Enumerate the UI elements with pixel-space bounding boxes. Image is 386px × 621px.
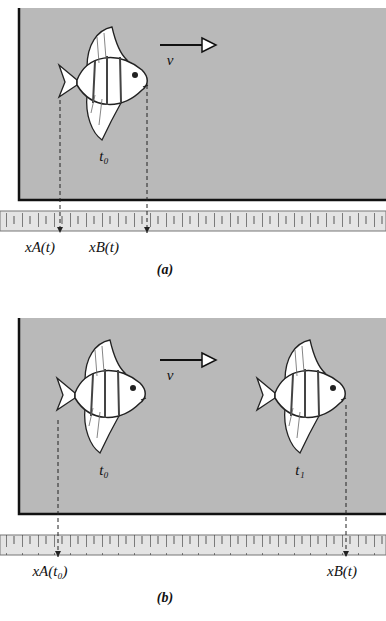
fish [257,340,346,453]
position-label: xA(t) [25,239,55,256]
leader-line [147,85,148,233]
water [19,318,386,514]
symbol-label: v [167,52,174,69]
symbol-label: v [167,367,174,384]
water [19,8,386,200]
leader-line [60,100,61,233]
position-label: xB(t) [89,239,119,256]
ruler-ticks [0,211,386,231]
fish [59,27,148,140]
ruler [0,211,386,231]
ruler-ticks [0,535,386,555]
caption-label: (b) [157,590,173,605]
fish [57,340,146,453]
tank-wall [19,318,386,514]
time-label: t₁ [295,462,304,479]
position-label: xB(t) [327,563,357,580]
ruler [0,535,386,555]
position-label: xA(t₀) [32,563,67,580]
time-label: t₀ [99,148,108,165]
velocity-arrow [160,38,216,52]
leader-line [346,405,347,557]
caption-label: (a) [157,262,173,277]
leader-line [58,420,59,557]
time-label: t₀ [99,462,108,479]
velocity-arrow [160,353,216,367]
tank-wall [19,8,386,200]
